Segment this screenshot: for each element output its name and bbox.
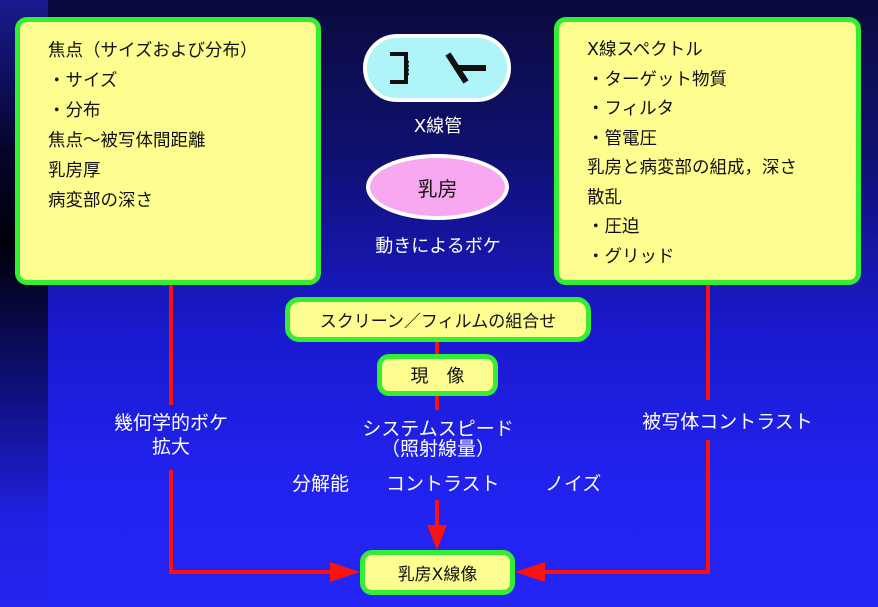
list-item: ・サイズ — [48, 71, 118, 91]
contrast-label: コントラスト — [386, 473, 500, 495]
motion-blur-label: 動きによるボケ — [375, 236, 501, 257]
mammogram-output-box: 乳房X線像 — [360, 550, 515, 595]
list-item: ・ターゲット物質 — [587, 69, 727, 90]
list-item: ・管電圧 — [587, 128, 657, 149]
list-item: 病変部の深さ — [48, 191, 153, 211]
screen-film-label: スクリーン／フィルムの組合せ — [319, 312, 557, 332]
subject-contrast-label: 被写体コントラスト — [642, 411, 813, 433]
exposure-label: （照射線量） — [380, 438, 495, 460]
tube-cathode-anode-icon — [390, 52, 486, 84]
xray-tube-label: X線管 — [413, 116, 463, 137]
list-item: 焦点～被写体間距離 — [48, 131, 206, 151]
xray-tube-icon — [363, 34, 511, 102]
magnification-label: 拡大 — [151, 436, 190, 458]
list-item: ・分布 — [48, 101, 101, 121]
system-speed-label: システムスピード — [362, 418, 514, 440]
list-item: 乳房と病変部の組成，深さ — [587, 158, 797, 178]
list-item: X線スペクトル — [587, 40, 703, 60]
list-item: 散乱 — [587, 187, 622, 208]
development-label: 現 像 — [410, 366, 465, 387]
geometric-blur-label: 幾何学的ボケ — [113, 412, 228, 434]
list-item: 乳房厚 — [48, 161, 101, 181]
right-connector — [535, 283, 710, 574]
development-box: 現 像 — [377, 354, 498, 396]
breast-ellipse: 乳房 — [366, 154, 509, 220]
right-arrowhead — [515, 562, 545, 582]
breast-label: 乳房 — [417, 176, 458, 201]
list-item: ・グリッド — [587, 246, 675, 267]
mammogram-label: 乳房X線像 — [397, 565, 478, 585]
noise-label: ノイズ — [545, 473, 602, 495]
screen-film-box: スクリーン／フィルムの組合せ — [285, 297, 591, 342]
geometric-factors-box: 焦点（サイズおよび分布） ・サイズ ・分布 焦点～被写体間距離 乳房厚 病変部の… — [15, 17, 321, 285]
contrast-factors-box: X線スペクトル ・ターゲット物質 ・フィルタ ・管電圧 乳房と病変部の組成，深さ… — [554, 17, 861, 285]
resolution-label: 分解能 — [292, 473, 350, 495]
left-arrowhead — [330, 562, 360, 582]
list-item: ・フィルタ — [587, 99, 675, 119]
list-item: 焦点（サイズおよび分布） — [48, 41, 258, 61]
center-arrowhead — [427, 525, 447, 550]
left-connector — [169, 283, 340, 574]
list-item: ・圧迫 — [587, 217, 640, 237]
